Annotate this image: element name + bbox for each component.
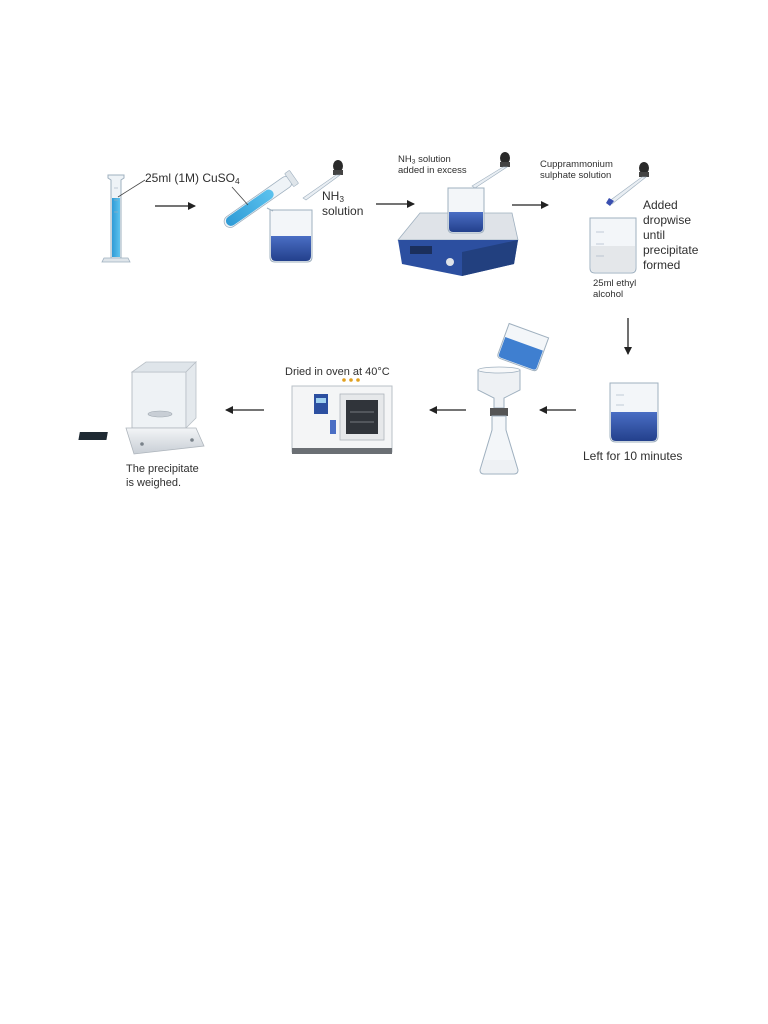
beaker-icon bbox=[266, 207, 313, 263]
beaker-icon bbox=[497, 322, 550, 372]
weighed-label: The precipitate is weighed. bbox=[126, 462, 199, 490]
nh3-label-subscript: 3 bbox=[339, 194, 345, 205]
graduated-cylinder-icon bbox=[101, 174, 131, 263]
dropper-icon bbox=[606, 162, 649, 206]
added-line2: dropwise bbox=[643, 213, 692, 227]
cuso4-label: 25ml (1M) CuSO4 bbox=[145, 171, 240, 187]
cupprammonium-label: Cupprammonium sulphate solution bbox=[540, 159, 613, 182]
nh3-excess-subscript: 3 bbox=[411, 158, 416, 166]
weighed-line2: is weighed. bbox=[126, 477, 182, 489]
ethyl-alcohol-label: 25ml ethyl alcohol bbox=[593, 278, 637, 301]
test-tube-leader-line bbox=[231, 186, 249, 206]
cupprammonium-line2: sulphate solution bbox=[540, 169, 612, 181]
analytical-balance-icon bbox=[78, 361, 205, 455]
buchner-funnel-icon bbox=[477, 366, 521, 416]
weighed-line1: The precipitate bbox=[126, 463, 199, 475]
nh3-excess-label: NH3 solution added in excess bbox=[398, 154, 467, 177]
cuso4-label-subscript: 4 bbox=[235, 176, 240, 187]
nh3-excess-line2: added in excess bbox=[398, 165, 467, 177]
test-tube-icon bbox=[223, 170, 299, 228]
added-dropwise-label: Added dropwise until precipitate formed bbox=[643, 198, 698, 273]
beaker-icon bbox=[589, 217, 637, 274]
erlenmeyer-flask-icon bbox=[479, 415, 519, 475]
nh3-excess-rest: solution bbox=[415, 154, 451, 165]
cupprammonium-line1: Cupprammonium bbox=[540, 159, 613, 170]
dropper-icon bbox=[471, 152, 510, 189]
added-line1: Added bbox=[643, 198, 678, 212]
cuso4-leader-line bbox=[117, 179, 146, 198]
nh3-label-text: NH bbox=[322, 189, 340, 203]
added-line5: formed bbox=[643, 258, 681, 272]
cuso4-label-text: 25ml (1M) CuSO bbox=[145, 171, 236, 185]
ethyl-line2: alcohol bbox=[593, 288, 624, 300]
dropper-icon bbox=[302, 160, 343, 201]
nh3-excess-text: NH bbox=[398, 154, 412, 165]
ethyl-line1: 25ml ethyl bbox=[593, 278, 637, 289]
nh3-solution-label: NH3 solution bbox=[322, 189, 364, 219]
left-for-label: Left for 10 minutes bbox=[583, 449, 683, 463]
dried-label: Dried in oven at 40°C bbox=[285, 366, 390, 378]
nh3-solution-word: solution bbox=[322, 203, 364, 218]
drying-oven-icon bbox=[291, 378, 393, 454]
added-line3: until bbox=[643, 228, 666, 242]
beaker-icon bbox=[609, 382, 659, 443]
hot-plate-stirrer-icon bbox=[397, 187, 519, 276]
added-line4: precipitate bbox=[643, 243, 699, 257]
